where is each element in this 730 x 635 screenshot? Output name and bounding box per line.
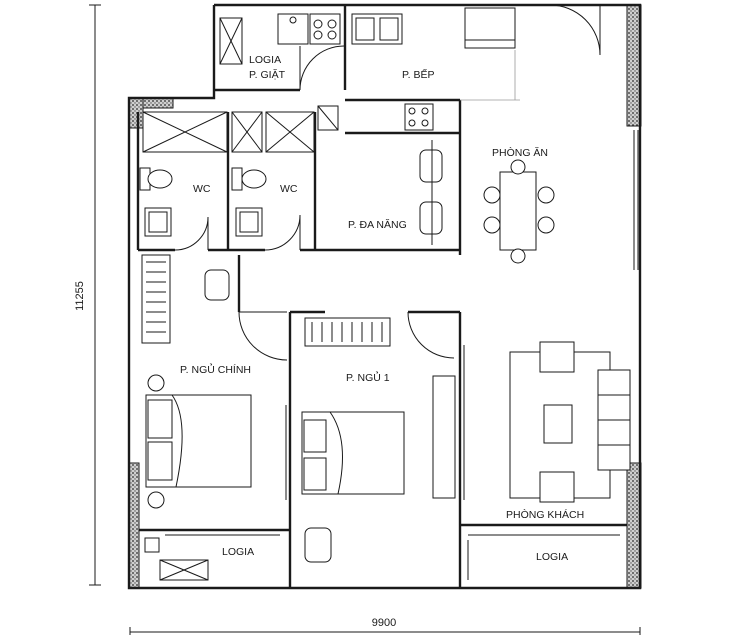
column-top-left: [128, 97, 144, 129]
outer-walls: [127, 3, 642, 590]
logia-railings: [144, 534, 620, 581]
sink-left-icon: [144, 207, 172, 237]
bed1-icon: [285, 345, 465, 500]
room-label-phong-an: PHÒNG ĂN: [492, 146, 548, 159]
toilet-right-icon: [231, 167, 267, 191]
wardrobe-master-icon: [141, 254, 171, 344]
width-dimension: 9900: [372, 617, 396, 629]
height-dimension: 11255: [74, 281, 86, 311]
room-label-logia-right: LOGIA: [536, 551, 568, 563]
dining-table-icon: [483, 159, 555, 264]
room-label-da-nang: P. ĐA NĂNG: [348, 218, 407, 231]
width-dimension-line: [129, 627, 641, 635]
room-label-logia-left: LOGIA: [222, 546, 254, 558]
room-label-logia-giat: LOGIA: [249, 54, 281, 66]
room-label-ngu-chinh: P. NGỦ CHÍNH: [180, 363, 251, 376]
column-top-left-beam: [142, 97, 174, 109]
room-label-bep: P. BẾP: [402, 68, 435, 81]
column-bottom-left: [128, 462, 140, 589]
study-chairs-icon: [204, 140, 443, 563]
master-bed-icon: [145, 374, 252, 509]
kitchen-counter: [309, 7, 520, 131]
laundry-washer-icon: [219, 13, 309, 65]
sofa-set-icon: [509, 341, 631, 503]
shower-left-icon: [142, 111, 315, 153]
room-label-ngu-1: P. NGỦ 1: [346, 371, 390, 384]
height-dimension-line: [89, 4, 101, 586]
interior-walls: [136, 5, 627, 588]
room-label-wc-right: WC: [280, 183, 298, 195]
toilet-left-icon: [139, 167, 173, 191]
room-label-wc-left: WC: [193, 183, 211, 195]
room-label-phong-khach: PHÒNG KHÁCH: [506, 508, 584, 521]
room-label-p-giat: P. GIẶT: [249, 68, 286, 81]
wardrobe-bed1-icon: [304, 317, 391, 347]
sink-right-icon: [235, 207, 263, 237]
door-swings: [174, 4, 601, 361]
